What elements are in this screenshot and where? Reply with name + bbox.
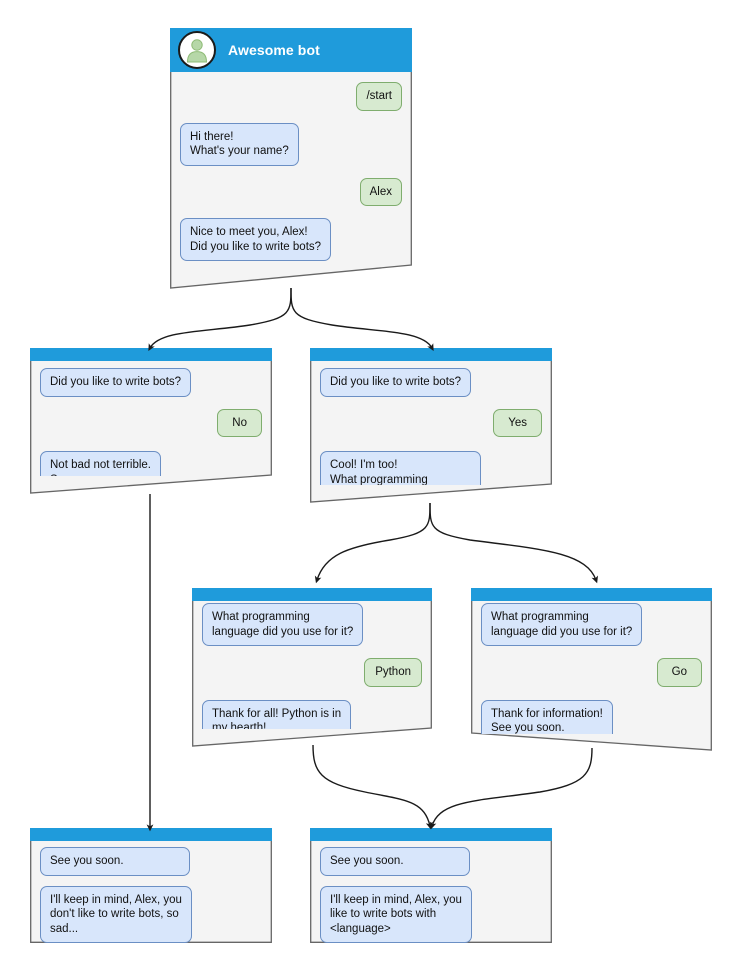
card-end-yes-header [310,828,552,841]
user-message-bubble[interactable]: Go [656,658,702,687]
card-root[interactable]: Awesome bot /start Hi there! What's your… [170,28,412,290]
message-row: /start [180,82,402,111]
card-yes-branch-body: Did you like to write bots? Yes Cool! I'… [310,348,552,485]
user-message-bubble[interactable]: Python [364,658,422,687]
edge-root-to-yes [290,287,434,351]
message-row: Thank for all! Python is in my hearth! S… [202,699,422,729]
message-row: See you soon. [320,847,542,876]
message-row: Nice to meet you, Alex! Did you like to … [180,218,402,261]
bot-message-bubble[interactable]: Did you like to write bots? [320,368,472,397]
user-message-bubble[interactable]: Alex [359,177,402,206]
card-end-no-header [30,828,272,841]
message-row: What programming language did you use fo… [202,603,422,646]
edge-yes-to-go [429,502,598,584]
card-root-header: Awesome bot [170,28,412,72]
bot-message-bubble[interactable]: Thank for all! Python is in my hearth! S… [202,699,352,729]
card-go-branch-header [471,588,712,601]
bot-message-bubble[interactable]: Not bad not terrible. See you soon. [40,451,162,476]
edge-go-to-end [429,747,593,830]
bot-message-bubble[interactable]: What programming language did you use fo… [481,603,643,646]
message-row: Python [202,658,422,687]
bot-message-bubble[interactable]: What programming language did you use fo… [202,603,364,646]
message-row: Cool! I'm too! What programming language… [320,451,542,485]
card-no-branch[interactable]: Did you like to write bots? No Not bad n… [30,348,272,495]
card-end-no-body: See you soon. I'll keep in mind, Alex, y… [30,828,272,943]
card-root-title: Awesome bot [228,42,320,58]
message-row: Hi there! What's your name? [180,122,402,166]
card-no-branch-chat: Did you like to write bots? No Not bad n… [30,361,272,476]
card-python-branch-header [192,588,432,601]
card-go-branch-body: What programming language did you use fo… [471,588,712,734]
card-no-branch-header [30,348,272,361]
message-row: No [40,408,262,437]
bot-message-bubble[interactable]: Hi there! What's your name? [180,122,299,166]
user-message-bubble[interactable]: /start [356,82,402,111]
card-end-yes-body: See you soon. I'll keep in mind, Alex, y… [310,828,552,943]
card-python-branch-chat: What programming language did you use fo… [192,601,432,729]
message-row: Did you like to write bots? [320,368,542,397]
message-row: I'll keep in mind, Alex, you like to wri… [320,885,542,943]
card-end-yes-chat: See you soon. I'll keep in mind, Alex, y… [310,841,552,943]
bot-message-bubble[interactable]: I'll keep in mind, Alex, you don't like … [40,885,192,943]
bot-message-bubble[interactable]: See you soon. [320,847,470,876]
card-yes-branch-header [310,348,552,361]
edge-yes-to-python [314,502,431,584]
message-row: Thank for information! See you soon. [481,699,702,734]
card-python-branch-body: What programming language did you use fo… [192,588,432,729]
message-row: Did you like to write bots? [40,368,262,397]
edge-python-to-end [312,744,433,830]
card-end-no[interactable]: See you soon. I'll keep in mind, Alex, y… [30,828,272,943]
bot-message-bubble[interactable]: Thank for information! See you soon. [481,699,613,734]
message-row: Alex [180,177,402,206]
card-yes-branch[interactable]: Did you like to write bots? Yes Cool! I'… [310,348,552,504]
card-root-chat: /start Hi there! What's your name? Alex … [170,72,412,261]
card-python-branch[interactable]: What programming language did you use fo… [192,588,432,748]
message-row: Go [481,658,702,687]
user-message-bubble[interactable]: No [217,408,262,437]
bot-message-bubble[interactable]: Cool! I'm too! What programming language… [320,451,482,485]
card-no-branch-body: Did you like to write bots? No Not bad n… [30,348,272,476]
message-row: Yes [320,408,542,437]
message-row: Not bad not terrible. See you soon. [40,451,262,476]
user-message-bubble[interactable]: Yes [493,408,542,437]
bot-message-bubble[interactable]: I'll keep in mind, Alex, you like to wri… [320,885,472,943]
edge-root-to-no [148,287,292,351]
message-row: I'll keep in mind, Alex, you don't like … [40,885,262,943]
bot-message-bubble[interactable]: Did you like to write bots? [40,368,192,397]
card-go-branch[interactable]: What programming language did you use fo… [471,588,712,752]
card-yes-branch-chat: Did you like to write bots? Yes Cool! I'… [310,361,552,485]
card-go-branch-chat: What programming language did you use fo… [471,601,712,734]
message-row: What programming language did you use fo… [481,603,702,646]
user-avatar-icon [178,31,216,69]
message-row: See you soon. [40,847,262,876]
card-root-body: Awesome bot /start Hi there! What's your… [170,28,412,266]
card-end-no-chat: See you soon. I'll keep in mind, Alex, y… [30,841,272,943]
bot-message-bubble[interactable]: See you soon. [40,847,190,876]
bot-message-bubble[interactable]: Nice to meet you, Alex! Did you like to … [180,218,332,261]
card-end-yes[interactable]: See you soon. I'll keep in mind, Alex, y… [310,828,552,943]
